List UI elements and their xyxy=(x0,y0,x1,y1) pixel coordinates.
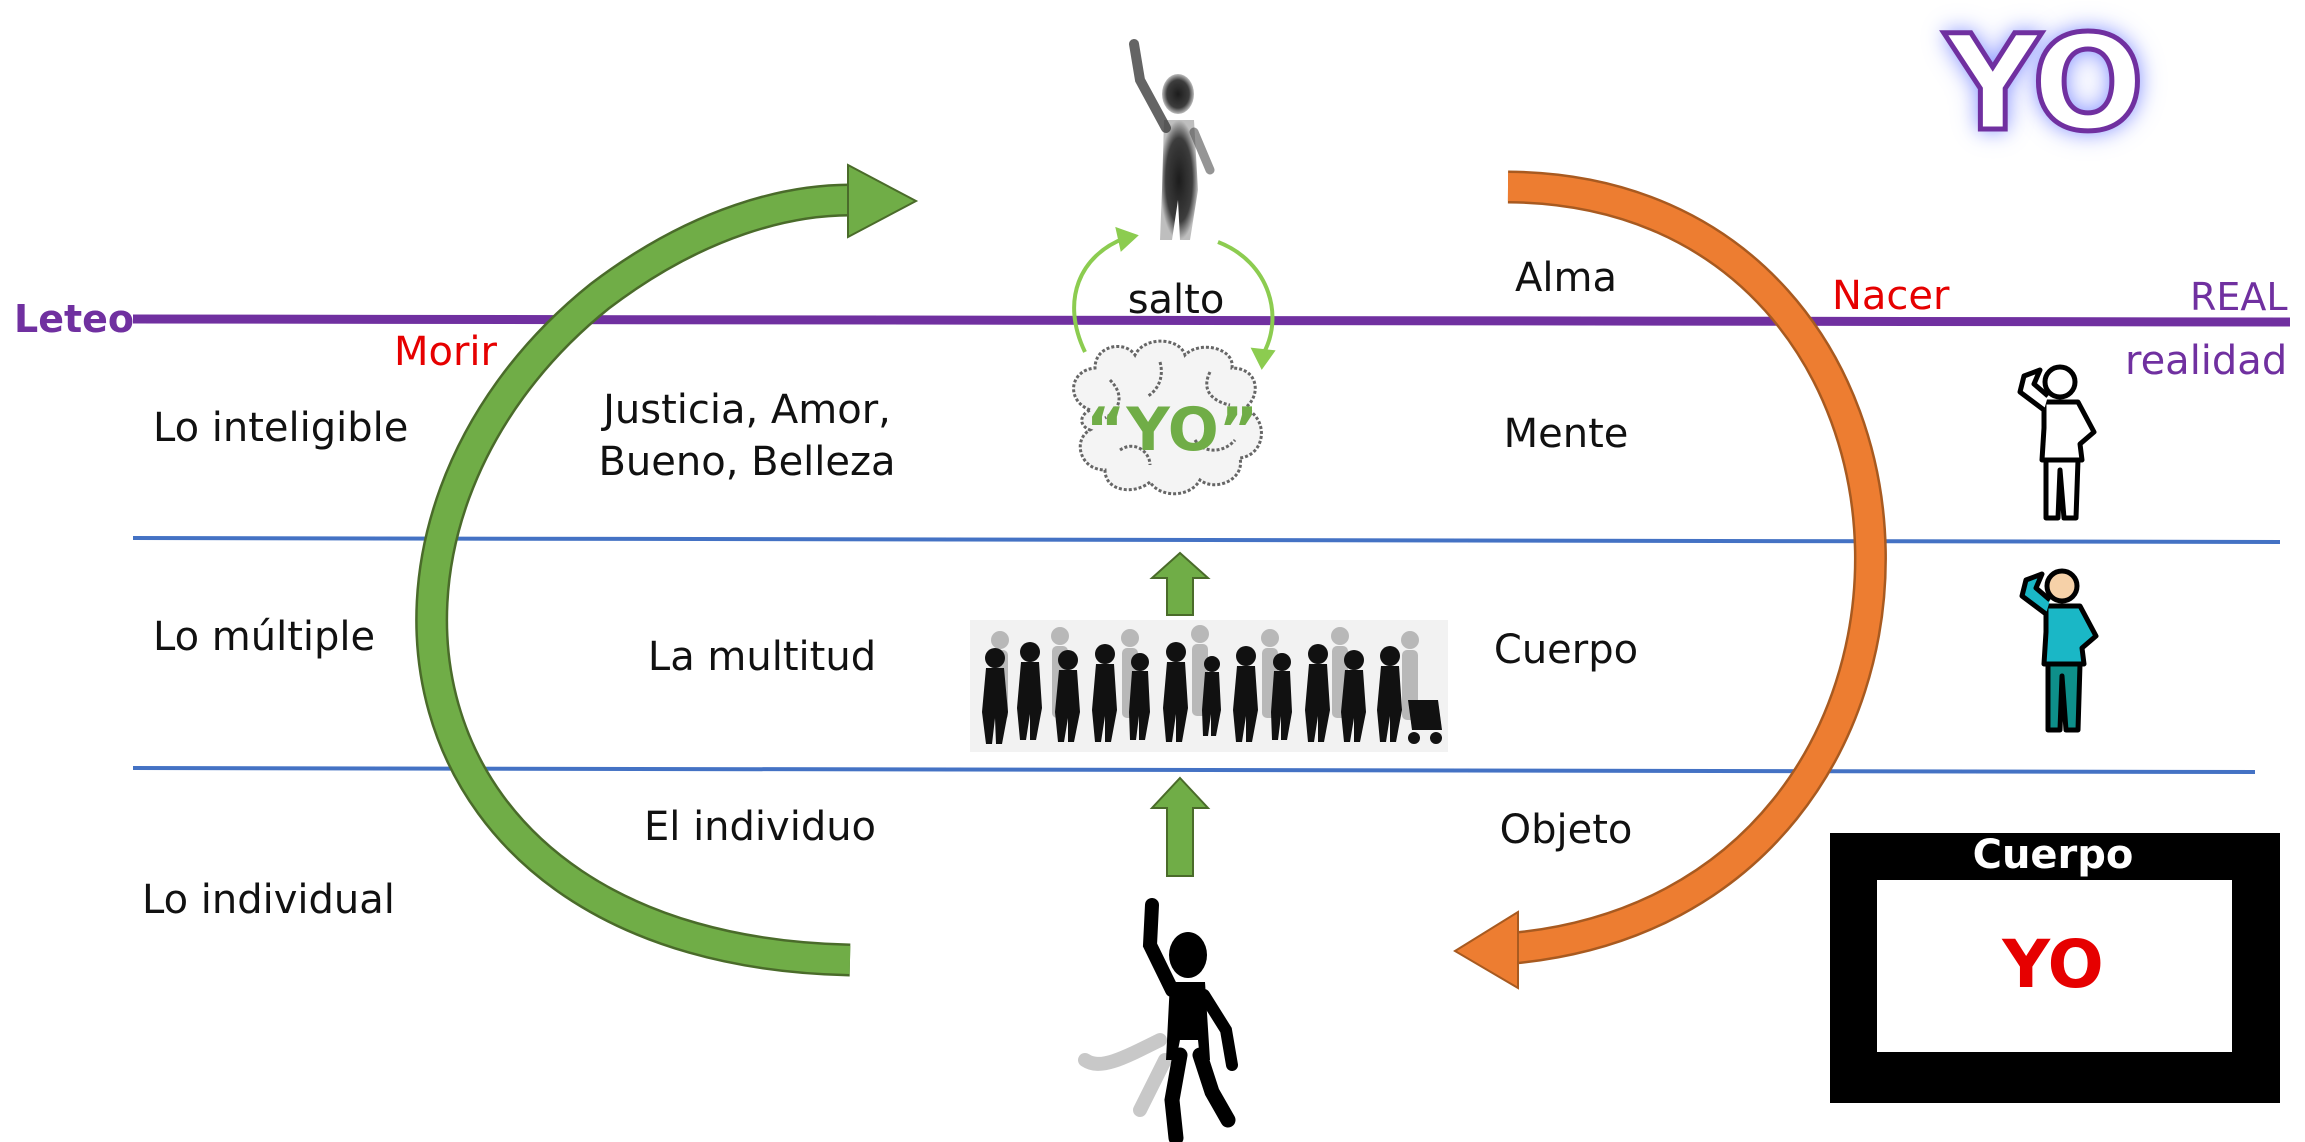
divider-upper xyxy=(132,536,2281,544)
person-outline-icon xyxy=(2017,364,2097,521)
individual-figure-icon xyxy=(1078,898,1238,1142)
body-box-yo: YO xyxy=(2002,926,2104,1003)
person-colored-icon xyxy=(2019,568,2099,733)
crowd-icon xyxy=(970,620,1448,752)
aspect-cuerpo: Cuerpo xyxy=(1493,627,1639,673)
page-title: YO xyxy=(1942,7,2146,161)
up-arrow-lower xyxy=(1149,776,1211,877)
jumping-figure-icon xyxy=(1129,39,1215,240)
multitude-content: La multitud xyxy=(647,634,877,680)
body-box xyxy=(1830,833,2280,1103)
intelligible-content: Justicia, Amor, Bueno, Belleza xyxy=(598,387,896,485)
aspect-objeto: Objeto xyxy=(1499,807,1633,853)
level-label-intelligible: Lo inteligible xyxy=(153,405,409,451)
nacer-label: Nacer xyxy=(1832,273,1950,319)
real-label: REAL xyxy=(2190,275,2288,319)
level-label-individual: Lo individual xyxy=(142,877,395,923)
up-arrow-upper xyxy=(1149,551,1211,616)
brain-yo-text: “YO” xyxy=(1085,395,1259,465)
reality-line xyxy=(132,314,2291,327)
jump-label: salto xyxy=(1127,277,1225,323)
aspect-alma: Alma xyxy=(1515,255,1617,301)
body-box-title: Cuerpo xyxy=(1972,832,2134,878)
orange-cycle-arrow xyxy=(1453,170,1887,990)
brain-icon xyxy=(1072,339,1263,496)
leteo-label: Leteo xyxy=(14,297,135,341)
individual-content: El individuo xyxy=(643,804,877,850)
aspect-mente: Mente xyxy=(1503,411,1629,457)
level-label-multiple: Lo múltiple xyxy=(153,614,376,660)
morir-label: Morir xyxy=(394,329,497,375)
green-cycle-arrow xyxy=(415,163,919,977)
jump-arrows xyxy=(1072,226,1276,370)
realidad-label: realidad xyxy=(2125,338,2288,384)
